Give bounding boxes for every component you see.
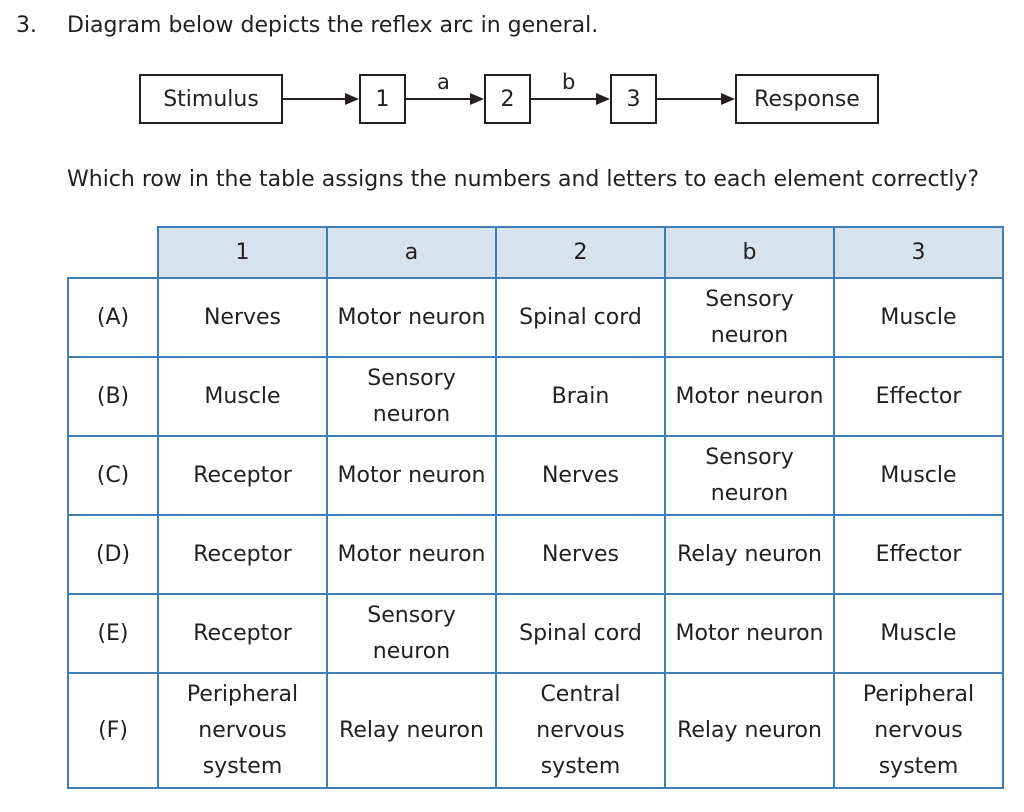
- table-cell: Spinal cord: [495, 277, 666, 358]
- arrow-3-to-response: [657, 98, 721, 100]
- table-cell: Relay neuron: [664, 514, 835, 595]
- table-row: (F) Peripheral nervous system Relay neur…: [67, 672, 1004, 789]
- table-cell: Sensory neuron: [664, 277, 835, 358]
- table-cell: Nerves: [495, 514, 666, 595]
- stimulus-box: Stimulus: [139, 74, 283, 124]
- table-cell: Receptor: [157, 514, 328, 595]
- arrow-stimulus-to-1: [283, 98, 345, 100]
- label-b: b: [562, 70, 576, 94]
- table-cell: Muscle: [833, 593, 1004, 674]
- arrow-head-stimulus-to-1: [345, 93, 359, 105]
- response-box: Response: [735, 74, 879, 124]
- reflex-arc-diagram: Stimulus 1 a 2 b 3 Response: [0, 0, 1024, 140]
- table-corner-cell: [68, 227, 159, 279]
- arrow-head-3-to-response: [721, 93, 735, 105]
- table-header-cell: 3: [833, 226, 1004, 279]
- sub-question-text: Which row in the table assigns the numbe…: [67, 167, 980, 192]
- table-header-cell: 1: [157, 226, 328, 279]
- arrow-b: [531, 98, 596, 100]
- question-text: Diagram below depicts the reflex arc in …: [67, 13, 599, 38]
- row-label: (A): [67, 277, 159, 358]
- table-cell: Motor neuron: [326, 435, 497, 516]
- table-header-cell: 2: [495, 226, 666, 279]
- arrow-head-a: [470, 93, 484, 105]
- table-cell: Central nervous system: [495, 672, 666, 789]
- table-header-row: 1 a 2 b 3: [68, 226, 1004, 279]
- row-label: (F): [67, 672, 159, 789]
- table-cell: Sensory neuron: [326, 593, 497, 674]
- table-cell: Muscle: [833, 277, 1004, 358]
- table-cell: Motor neuron: [664, 593, 835, 674]
- table-cell: Motor neuron: [326, 514, 497, 595]
- table-cell: Effector: [833, 514, 1004, 595]
- question-number: 3.: [16, 13, 37, 38]
- table-cell: Sensory neuron: [326, 356, 497, 437]
- table-row: (B) Muscle Sensory neuron Brain Motor ne…: [67, 356, 1004, 437]
- table-cell: Nerves: [157, 277, 328, 358]
- box-2: 2: [484, 74, 531, 124]
- table-cell: Brain: [495, 356, 666, 437]
- row-label: (D): [67, 514, 159, 595]
- table-cell: Motor neuron: [664, 356, 835, 437]
- table-cell: Peripheral nervous system: [833, 672, 1004, 789]
- table-cell: Muscle: [157, 356, 328, 437]
- table-cell: Relay neuron: [664, 672, 835, 789]
- table-cell: Spinal cord: [495, 593, 666, 674]
- arrow-a: [406, 98, 470, 100]
- table-header-cell: b: [664, 226, 835, 279]
- table-cell: Sensory neuron: [664, 435, 835, 516]
- box-3: 3: [610, 74, 657, 124]
- row-label: (E): [67, 593, 159, 674]
- table-cell: Receptor: [157, 593, 328, 674]
- table-cell: Motor neuron: [326, 277, 497, 358]
- table-row: (D) Receptor Motor neuron Nerves Relay n…: [67, 514, 1004, 595]
- table-cell: Peripheral nervous system: [157, 672, 328, 789]
- answer-table: 1 a 2 b 3 (A) Nerves Motor neuron Spinal…: [67, 226, 1004, 789]
- table-cell: Muscle: [833, 435, 1004, 516]
- table-cell: Receptor: [157, 435, 328, 516]
- table-cell: Nerves: [495, 435, 666, 516]
- table-row: (A) Nerves Motor neuron Spinal cord Sens…: [67, 277, 1004, 358]
- row-label: (C): [67, 435, 159, 516]
- table-header-cell: a: [326, 226, 497, 279]
- label-a: a: [437, 70, 450, 94]
- arrow-head-b: [596, 93, 610, 105]
- table-row: (C) Receptor Motor neuron Nerves Sensory…: [67, 435, 1004, 516]
- table-cell: Effector: [833, 356, 1004, 437]
- box-1: 1: [359, 74, 406, 124]
- table-row: (E) Receptor Sensory neuron Spinal cord …: [67, 593, 1004, 674]
- row-label: (B): [67, 356, 159, 437]
- table-cell: Relay neuron: [326, 672, 497, 789]
